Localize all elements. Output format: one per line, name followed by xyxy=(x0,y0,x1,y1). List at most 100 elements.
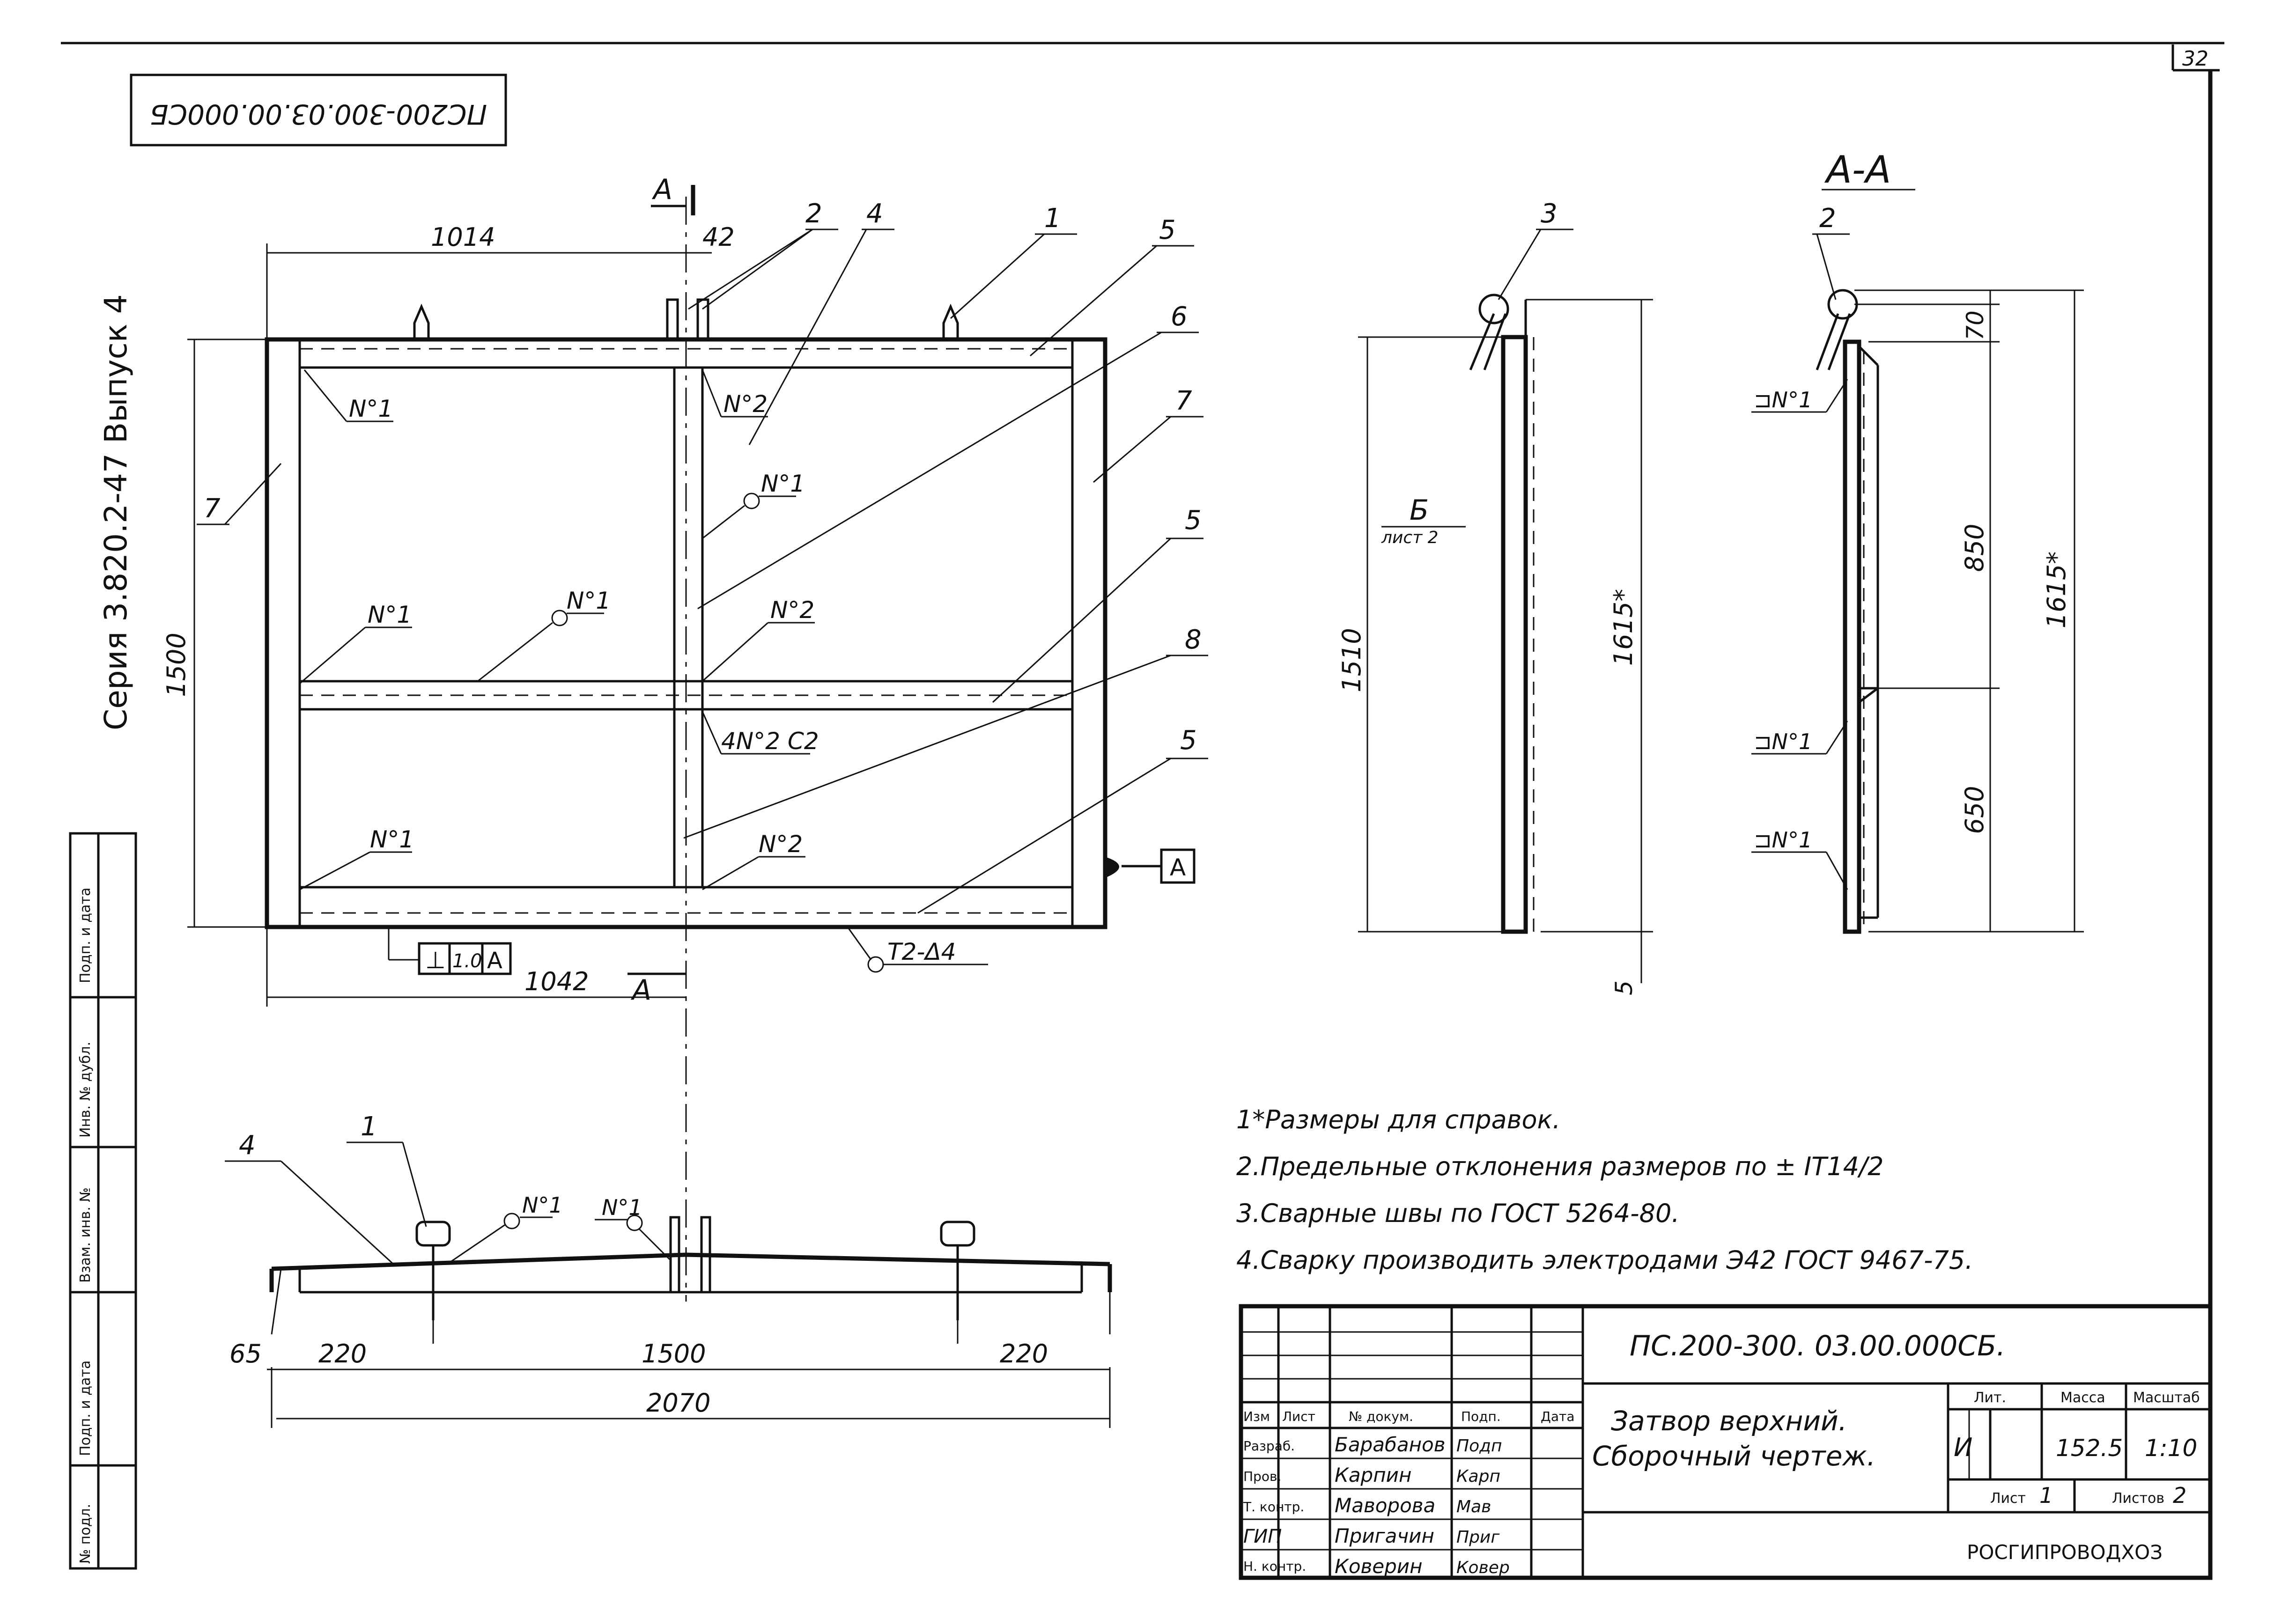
section-weld-a: ⊐N°1 xyxy=(1754,387,1812,412)
notes: 1*Размеры для справок. 2.Предельные откл… xyxy=(1236,1105,1973,1275)
side-stamp-cell-3: Взам. инв. № xyxy=(77,1187,94,1283)
section-weld-b: ⊐N°1 xyxy=(1754,729,1812,754)
dim-height-left: 1500 xyxy=(162,633,191,697)
side-stamp-cell-5: № подл. xyxy=(77,1504,94,1564)
rotated-designation-text: ПС200-300.03.00.000СБ xyxy=(150,98,487,130)
stamp-scale-label: Масштаб xyxy=(2133,1390,2200,1406)
stamp-sign-3: Мав xyxy=(1456,1497,1491,1516)
stamp-sign-4: Приг xyxy=(1456,1528,1500,1547)
tolerance-symbol: ⊥ xyxy=(425,947,446,974)
stamp-role-5: Н. контр. xyxy=(1243,1559,1306,1574)
pos-5-top: 5 xyxy=(1159,215,1176,245)
weld-n2-b: N°2 xyxy=(770,596,814,624)
page-number: 32 xyxy=(2182,47,2208,71)
pos-4: 4 xyxy=(866,199,883,229)
weld-n1-b: N°1 xyxy=(761,470,805,497)
datum-tag: A xyxy=(1170,854,1186,881)
pos-7-right: 7 xyxy=(1175,386,1192,416)
weld-n1-a: N°1 xyxy=(349,395,393,422)
side-view-label: Б xyxy=(1410,494,1429,527)
section-dim-850: 850 xyxy=(1960,523,1989,572)
stamp-sign-1: Подп xyxy=(1456,1436,1502,1456)
pos-2: 2 xyxy=(805,199,822,229)
note-4: 4.Сварку производить электродами Э42 ГОС… xyxy=(1236,1245,1973,1275)
stamp-scale: 1:10 xyxy=(2145,1435,2197,1462)
weld-n1-c: N°1 xyxy=(368,601,412,628)
bottom-dim-1500: 1500 xyxy=(642,1339,706,1369)
stamp-sheets-value: 2 xyxy=(2173,1483,2186,1508)
pos-8: 8 xyxy=(1185,625,1202,655)
front-view: A xyxy=(265,197,1196,1302)
section-dim-1615: 1615* xyxy=(2042,552,2071,628)
pos-7-left: 7 xyxy=(204,493,221,524)
note-1: 1*Размеры для справок. xyxy=(1236,1105,1560,1134)
stamp-role-3: Т. контр. xyxy=(1243,1499,1304,1515)
section-aa: А-А 2 70 850 650 1615* ⊐N°1 ⊐N°1 ⊐N°1 xyxy=(1751,148,2084,934)
front-view-dimensions: 1014 42 1500 1042 А А ⊥ 1.0 A xyxy=(162,173,735,1007)
stamp-mass-label: Масса xyxy=(2060,1390,2105,1406)
section-dim-70: 70 xyxy=(1962,310,1989,340)
stamp-role-4: ГИП xyxy=(1243,1526,1282,1547)
pos-1: 1 xyxy=(1044,203,1061,234)
pos-5-bottom: 5 xyxy=(1180,725,1197,756)
bottom-view: 65 220 1500 220 2070 4 1 N°1 N°1 xyxy=(225,1111,1112,1428)
weld-n1-d: N°1 xyxy=(567,587,611,614)
stamp-name-1: Барабанов xyxy=(1335,1433,1446,1456)
side-dim-1615: 1615* xyxy=(1609,589,1638,666)
stamp-role-1: Разраб. xyxy=(1243,1438,1295,1454)
bottom-weld-b: N°1 xyxy=(602,1195,642,1220)
weld-t2: T2-Δ4 xyxy=(887,938,956,965)
weld-n2-d: N°2 xyxy=(759,831,803,858)
side-stamp: Подп. и дата Инв. № дубл. Взам. инв. № П… xyxy=(69,832,137,1570)
stamp-name-5: Коверин xyxy=(1335,1555,1423,1578)
side-pos-3: 3 xyxy=(1541,199,1558,229)
stamp-role-2: Пров. xyxy=(1243,1469,1281,1484)
section-marker-bottom: А xyxy=(630,974,651,1007)
stamp-head-list: Лист xyxy=(1282,1409,1315,1424)
stamp-head-date: Дата xyxy=(1541,1409,1575,1424)
note-3: 3.Сварные швы по ГОСТ 5264-80. xyxy=(1236,1199,1680,1228)
pos-6: 6 xyxy=(1171,302,1188,332)
dim-bottom-left: 1042 xyxy=(524,967,589,996)
rotated-designation-box: ПС200-300.03.00.000СБ xyxy=(130,74,507,147)
stamp-sheets-label: Листов xyxy=(2112,1490,2164,1507)
front-view-welds: N°1 N°2 N°1 N°1 N°1 N°2 4N°2 C2 N°1 N°2 … xyxy=(299,369,988,973)
stamp-lit-label: Лит. xyxy=(1974,1390,2006,1406)
section-dim-650: 650 xyxy=(1960,786,1989,834)
side-view-sheet: лист 2 xyxy=(1381,528,1439,547)
front-view-leaders: 2 4 1 5 6 7 7 5 8 5 xyxy=(197,199,1208,914)
stamp-title-1: Затвор верхний. xyxy=(1611,1405,1847,1437)
stamp-title-2: Сборочный чертеж. xyxy=(1592,1440,1875,1472)
tolerance-datum: A xyxy=(487,948,502,974)
bottom-dim-220-left: 220 xyxy=(318,1339,367,1369)
stamp-sheet-label: Лист xyxy=(1990,1490,2026,1507)
bottom-pos-1: 1 xyxy=(361,1111,377,1142)
stamp-name-2: Карпин xyxy=(1335,1464,1411,1486)
side-stamp-cell-4: Подп. и дата xyxy=(77,1361,94,1456)
title-block: Изм Лист № докум. Подп. Дата Разраб. Бар… xyxy=(1239,1304,2213,1580)
weld-n2-c2: 4N°2 C2 xyxy=(721,728,819,755)
stamp-org: РОСГИПРОВОДХОЗ xyxy=(1967,1541,2163,1564)
dim-top-left: 1014 xyxy=(431,222,495,252)
stamp-name-3: Маворова xyxy=(1335,1494,1435,1517)
dim-top-gap: 42 xyxy=(702,222,735,252)
section-marker-top: А xyxy=(651,173,672,206)
note-2: 2.Предельные отклонения размеров по ± IT… xyxy=(1236,1152,1884,1181)
side-stamp-cell-2: Инв. № дубл. xyxy=(77,1042,94,1138)
stamp-head-izm: Изм xyxy=(1243,1409,1270,1424)
stamp-head-doc: № докум. xyxy=(1349,1409,1413,1424)
stamp-designation: ПС.200-300. 03.00.000СБ. xyxy=(1630,1330,2005,1362)
section-pos-2: 2 xyxy=(1819,203,1836,234)
tolerance-value: 1.0 xyxy=(452,950,482,972)
series-label: Серия 3.820.2-47 Выпуск 4 xyxy=(98,294,134,730)
bottom-dim-65: 65 xyxy=(229,1339,262,1369)
weld-n1-e: N°1 xyxy=(370,826,414,853)
stamp-mass: 152.5 xyxy=(2056,1435,2123,1462)
stamp-sign-2: Карп xyxy=(1456,1467,1500,1486)
section-title: А-А xyxy=(1824,148,1891,191)
bottom-dim-2070: 2070 xyxy=(646,1388,710,1418)
section-weld-c: ⊐N°1 xyxy=(1754,827,1812,853)
pos-5-mid: 5 xyxy=(1185,505,1202,536)
bottom-dim-220-right: 220 xyxy=(1000,1339,1048,1369)
